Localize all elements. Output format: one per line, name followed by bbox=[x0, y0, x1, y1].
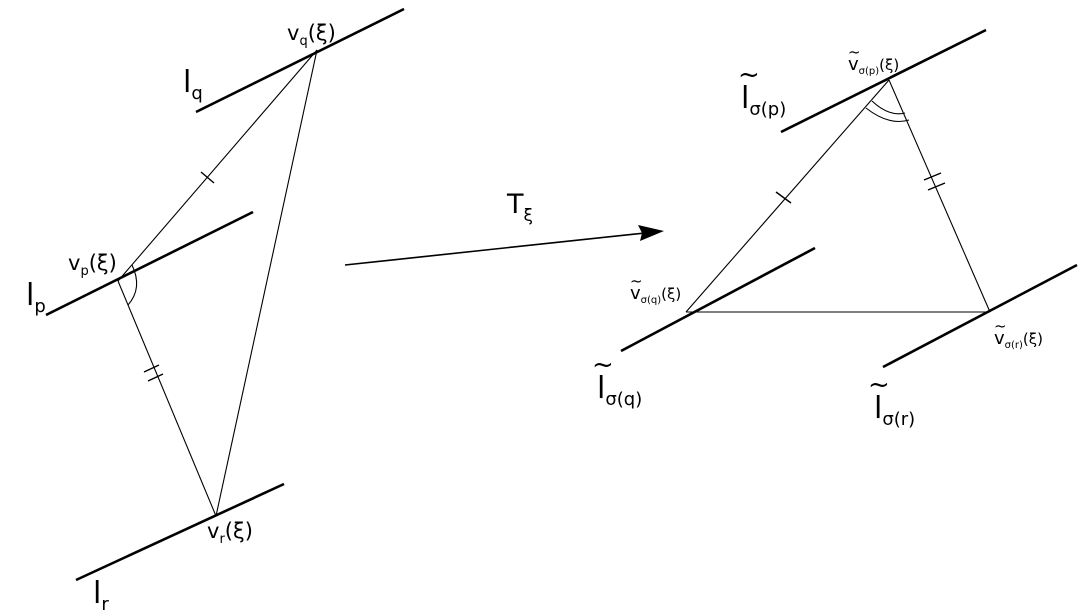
label-v-p: vp(ξ) bbox=[68, 251, 117, 279]
tick-mark-double-1 bbox=[923, 172, 942, 181]
label-t-xi: Tξ bbox=[506, 189, 533, 226]
tilde-v-sigma-r: ~ bbox=[994, 317, 1007, 335]
label-l-r: lr bbox=[93, 576, 109, 614]
side-p-q bbox=[117, 49, 318, 282]
tilde-l-sigma-q: ~ bbox=[592, 350, 614, 380]
label-v-q: vq(ξ) bbox=[287, 21, 336, 49]
label-v-sigma-q: vσ(q)(ξ) bbox=[630, 283, 681, 306]
arrow-head bbox=[638, 225, 664, 241]
side-q-r bbox=[215, 49, 318, 517]
side-sq-sp bbox=[685, 79, 890, 313]
tick-mark-double-2 bbox=[147, 373, 164, 382]
line-l-sigma-r bbox=[882, 263, 1078, 369]
angle-arc-p bbox=[127, 264, 138, 306]
angle-arc-sp-outer bbox=[865, 107, 910, 123]
map-arrow: Tξ bbox=[344, 189, 664, 266]
label-v-sigma-p: vσ(p)(ξ) bbox=[848, 54, 899, 77]
label-l-sigma-r: lσ(r) bbox=[874, 391, 915, 430]
arrow-shaft bbox=[344, 232, 646, 266]
line-l-q bbox=[195, 7, 405, 114]
tick-mark-single bbox=[200, 171, 215, 184]
side-sp-sr bbox=[888, 79, 991, 313]
tick-mark-double-1 bbox=[143, 364, 160, 373]
right-figure: ~ lσ(p) ~ lσ(q) ~ lσ(r) ~ vσ(p)(ξ) ~ vσ(… bbox=[592, 28, 1078, 430]
tilde-l-sigma-p: ~ bbox=[738, 60, 760, 90]
line-l-sigma-p bbox=[780, 28, 987, 134]
tick-mark-single bbox=[775, 191, 792, 204]
side-p-r bbox=[117, 280, 217, 517]
tilde-l-sigma-r: ~ bbox=[868, 370, 890, 400]
label-l-sigma-q: lσ(q) bbox=[597, 371, 642, 410]
label-v-r: vr(ξ) bbox=[207, 519, 253, 547]
tilde-v-sigma-p: ~ bbox=[848, 43, 861, 61]
label-l-sigma-p: lσ(p) bbox=[741, 81, 786, 120]
label-v-sigma-r: vσ(r)(ξ) bbox=[994, 328, 1043, 351]
line-l-r bbox=[75, 482, 285, 582]
tilde-v-sigma-q: ~ bbox=[630, 272, 643, 290]
label-l-p: lp bbox=[26, 278, 46, 317]
angle-arc-sp-inner bbox=[871, 100, 906, 115]
left-figure: lq lp lr vq(ξ) vp(ξ) vr(ξ) bbox=[26, 7, 405, 614]
line-l-p bbox=[45, 210, 254, 317]
label-l-q: lq bbox=[183, 65, 203, 104]
line-l-sigma-q bbox=[620, 246, 816, 353]
tick-mark-double-2 bbox=[927, 182, 946, 191]
